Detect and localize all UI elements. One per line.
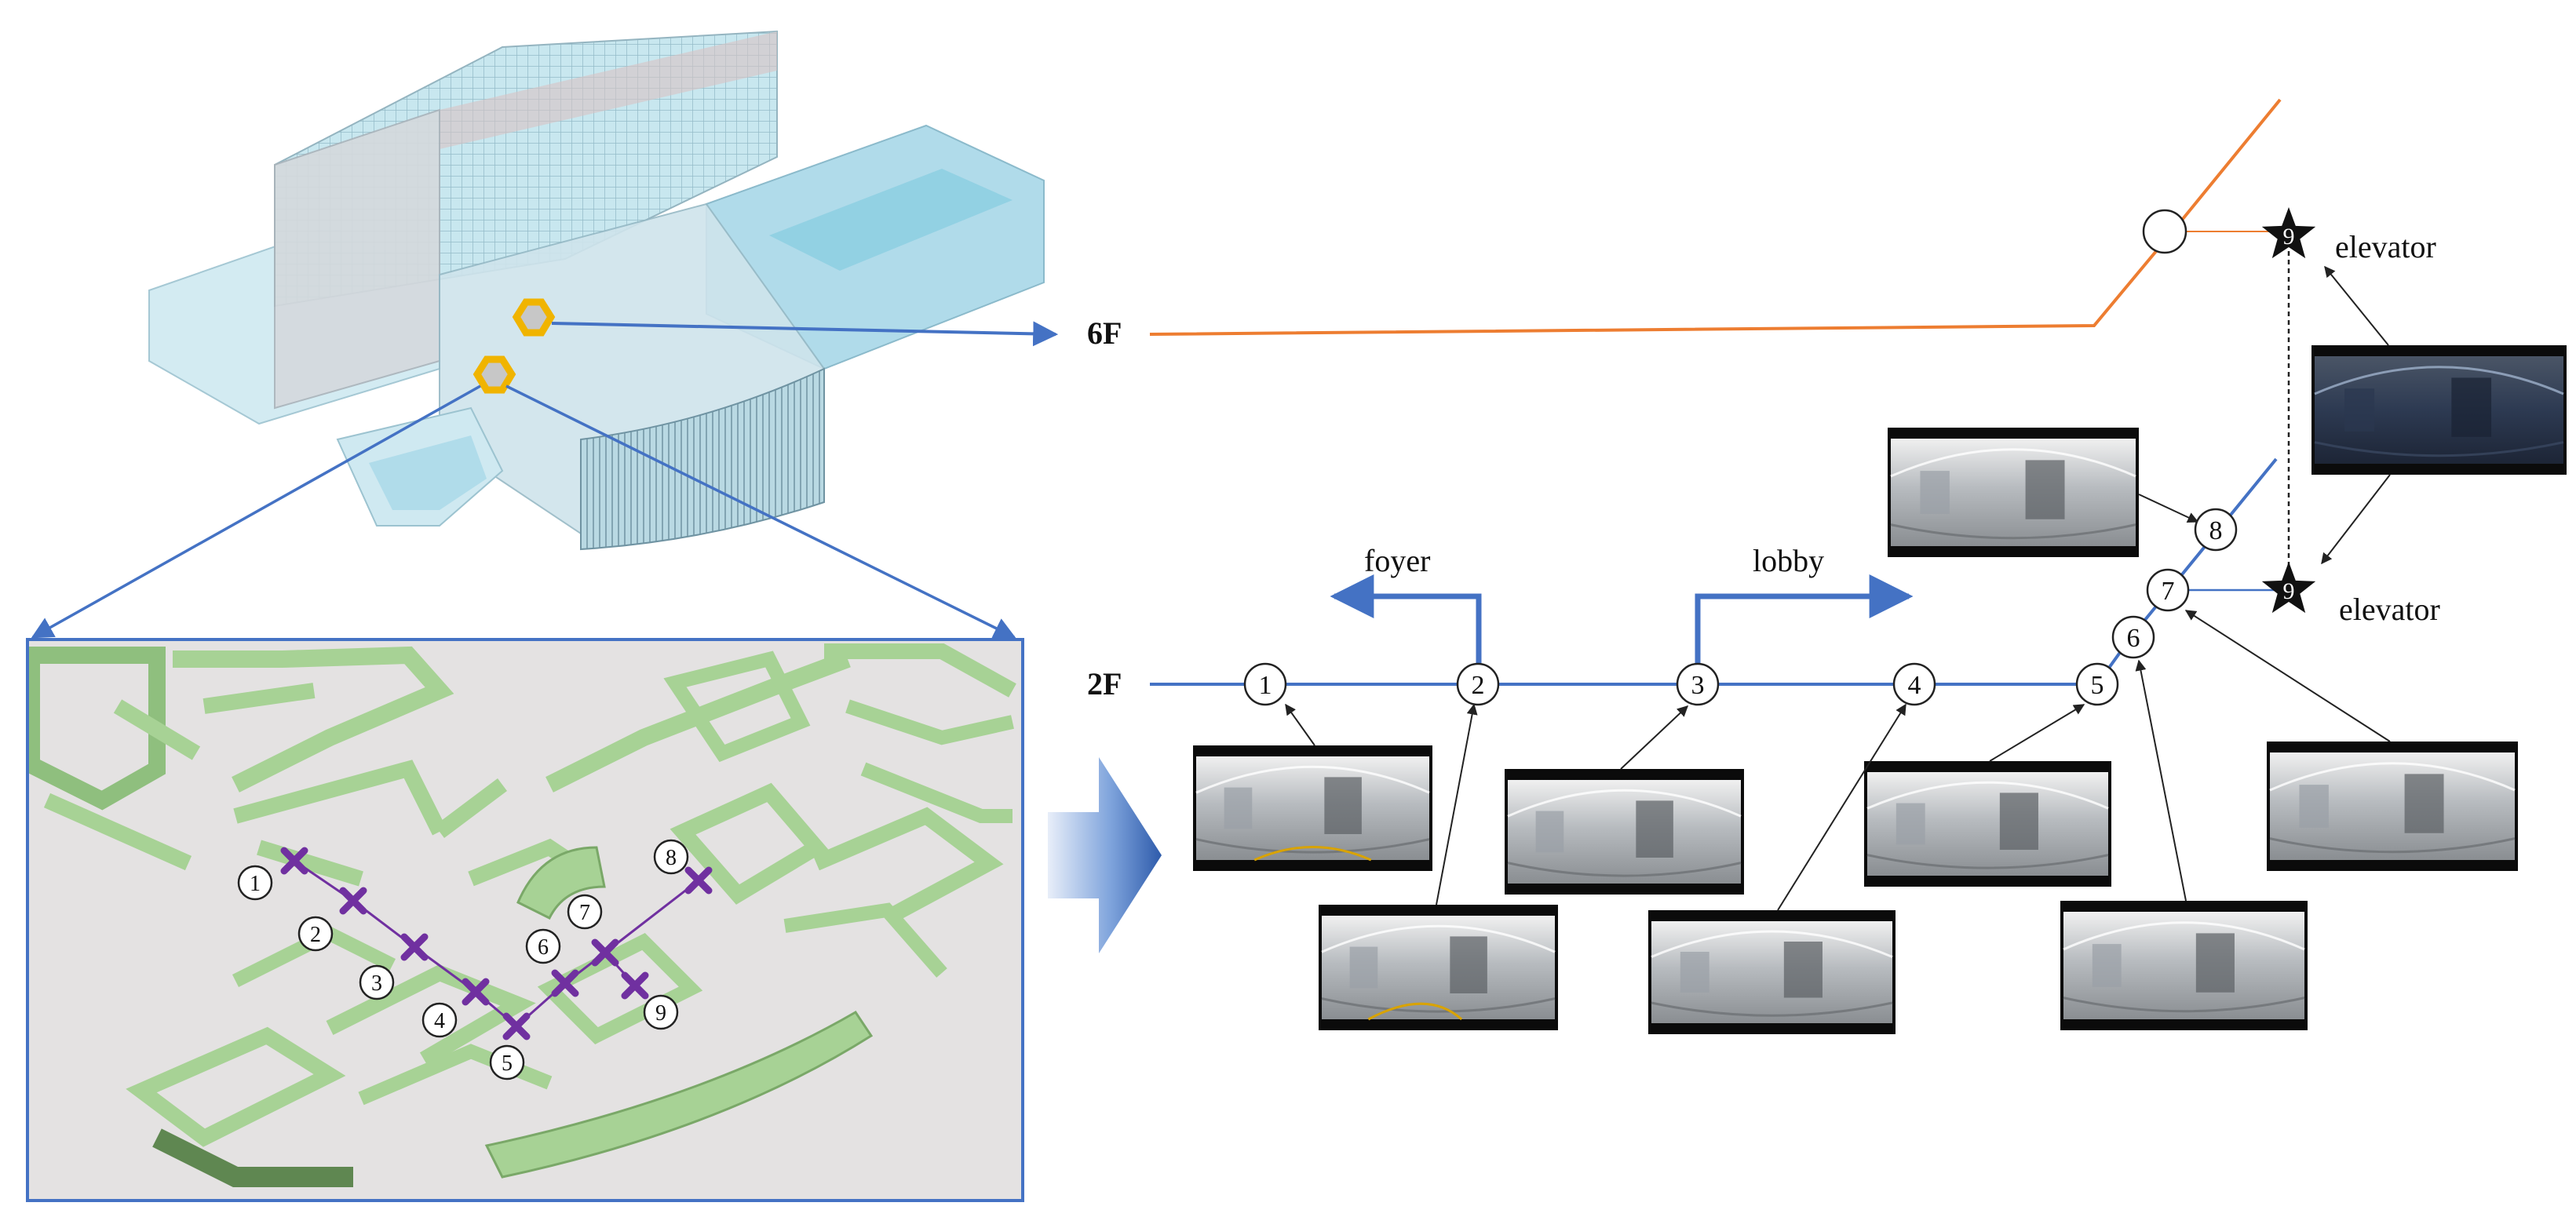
route-node-label: 4 [1908, 671, 1921, 700]
floorplan-trajectory: 1 2 3 4 5 6 7 8 9 [237, 839, 713, 1080]
panorama-thumbnail-1 [1193, 745, 1432, 871]
label-elevator-2f: elevator [2339, 592, 2440, 627]
elevator-star-icon: 9 [2261, 562, 2316, 614]
floor-label-2f: 2F [1087, 666, 1122, 701]
floorplan-marker-3: 3 [359, 964, 395, 1000]
floorplan-marker-7: 7 [567, 894, 603, 930]
floorplan-marker-4: 4 [421, 1002, 458, 1038]
leader-arrow [1285, 703, 1315, 746]
hexagon-marker-6f [512, 298, 556, 337]
panorama-thumbnail-5 [1864, 761, 2111, 887]
floorplan-marker-2: 2 [297, 916, 334, 952]
trajectory-cross-icon [621, 971, 649, 1000]
panorama-thumbnail-9 [2311, 345, 2567, 475]
trajectory-cross-icon [462, 978, 490, 1006]
lobby-branch-arrow [1695, 574, 1914, 684]
trajectory-cross-icon [684, 866, 713, 895]
route-node-label: 8 [2209, 516, 2223, 545]
route-6f-line [1149, 98, 2282, 336]
callout-arrow-6f [551, 321, 1059, 347]
leader-arrow [1989, 704, 2085, 762]
floorplan-marker-label: 7 [579, 901, 590, 925]
route-node-8: 8 [2194, 508, 2238, 552]
callout-line-right [505, 384, 1016, 639]
floorplan-marker-9: 9 [643, 994, 679, 1030]
callout-line-left [31, 384, 481, 639]
route-node-label: 2 [1472, 671, 1485, 700]
route-node-5: 5 [2075, 662, 2119, 706]
route-node-2: 2 [1456, 662, 1500, 706]
elevator-node-label: 9 [2283, 224, 2295, 250]
leader-arrow [1620, 705, 1689, 770]
floor-plan-inset [26, 638, 1024, 1202]
panorama-thumbnail-7 [2267, 742, 2518, 871]
floorplan-marker-label: 9 [655, 1001, 666, 1026]
floorplan-marker-1: 1 [237, 865, 273, 901]
elevator-node-label: 9 [2283, 578, 2295, 604]
route-node-label: 5 [2091, 671, 2104, 700]
trajectory-cross-icon [591, 938, 619, 967]
building-3d-model [148, 30, 1045, 551]
panorama-thumbnail-3 [1505, 769, 1744, 895]
leader-arrow [1436, 703, 1478, 906]
trajectory-cross-icon [339, 887, 367, 915]
floorplan-marker-8: 8 [653, 839, 689, 875]
transition-arrow-icon [1048, 757, 1162, 953]
hexagon-marker-2f [473, 355, 516, 394]
floorplan-marker-label: 2 [310, 923, 321, 947]
floorplan-marker-label: 3 [371, 971, 382, 996]
floorplan-marker-label: 5 [502, 1051, 513, 1076]
trajectory-cross-icon [400, 933, 429, 961]
label-elevator-6f: elevator [2335, 229, 2436, 264]
trajectory-cross-icon [280, 847, 308, 875]
leader-arrow [2324, 265, 2389, 346]
floorplan-marker-6: 6 [525, 928, 561, 964]
panorama-thumbnail-2 [1319, 905, 1558, 1030]
trajectory-cross-icon [502, 1012, 531, 1040]
floorplan-marker-label: 6 [538, 935, 549, 960]
leader-arrow [2138, 494, 2199, 523]
floorplan-marker-label: 8 [666, 846, 677, 870]
panorama-thumbnail-4 [1648, 910, 1896, 1034]
route-node-7: 7 [2146, 568, 2190, 612]
route-node-label: 7 [2162, 577, 2175, 606]
label-foyer: foyer [1364, 543, 1430, 578]
leader-arrow [2184, 610, 2391, 742]
route-nodes: 1 2 3 4 567 8 [1243, 508, 2238, 706]
route-node-6: 6 [2111, 615, 2155, 659]
route-node-label: 1 [1259, 671, 1272, 700]
panorama-leader-lines [1285, 265, 2391, 911]
floorplan-marker-label: 4 [434, 1009, 445, 1033]
route-2f-line [1150, 457, 2278, 686]
route-node-1: 1 [1243, 662, 1287, 706]
leader-arrow [2135, 659, 2187, 902]
trajectory-cross-icon [551, 969, 579, 997]
panorama-thumbnail-6 [2060, 901, 2308, 1030]
label-lobby: lobby [1753, 543, 1824, 578]
elevator-stars: 99 [2261, 207, 2316, 614]
route-node-label: 3 [1691, 671, 1705, 700]
foyer-branch-arrow [1330, 574, 1482, 684]
floorplan-marker-label: 1 [250, 872, 261, 896]
route-node-4: 4 [1892, 662, 1936, 706]
panorama-thumbnails [1193, 345, 2567, 1034]
floorplan-marker-5: 5 [489, 1044, 525, 1080]
route-node-3: 3 [1676, 662, 1720, 706]
floor-label-6f: 6F [1087, 315, 1122, 351]
leader-arrow [2321, 474, 2391, 565]
panorama-thumbnail-8 [1888, 428, 2139, 557]
elevator-star-icon: 9 [2261, 207, 2316, 259]
leader-arrow [1777, 703, 1906, 911]
route-node-label: 6 [2127, 624, 2140, 653]
node-6f-junction [2142, 209, 2187, 254]
